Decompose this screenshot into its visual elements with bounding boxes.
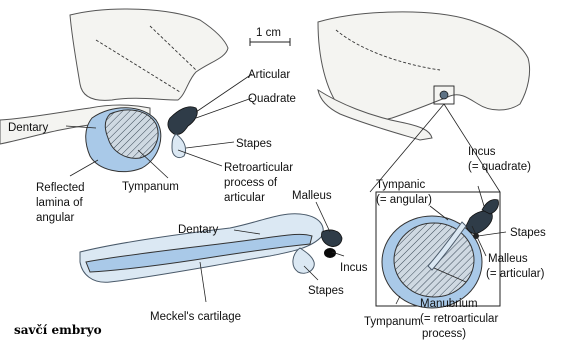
label-dentary-mid: Dentary (178, 224, 219, 236)
label-quadrate-top: Quadrate (248, 93, 296, 105)
articular-quadrate-left (168, 107, 197, 135)
label-retroarticular-1: Retroarticular (224, 162, 293, 174)
label-malleus-mid: Malleus (292, 190, 332, 202)
label-dentary-left: Dentary (8, 122, 49, 134)
label-malleus-right-2: (= articular) (486, 268, 545, 280)
ear-ossicles-small (440, 91, 448, 99)
label-articular-top: Articular (248, 69, 290, 81)
label-meckels-cartilage: Meckel's cartilage (150, 311, 241, 323)
label-tympanic-2: (= angular) (376, 194, 432, 206)
scale-bar: 1 cm (250, 27, 290, 46)
label-reflected-1: Reflected (36, 182, 85, 194)
label-incus-right-1: Incus (468, 146, 496, 158)
stapes-embryo-ring (293, 248, 314, 273)
label-retroarticular-3: articular (224, 192, 265, 204)
label-tympanum-left: Tympanum (122, 181, 179, 193)
label-reflected-2: lamina of (36, 197, 83, 209)
skull-outline-right (318, 12, 530, 121)
label-malleus-right-1: Malleus (488, 253, 528, 265)
label-tympanum-right: Tympanum (364, 316, 421, 328)
label-reflected-3: angular (36, 212, 75, 224)
label-manubrium-1: Manubrium (420, 298, 478, 310)
label-stapes-mid: Stapes (308, 285, 344, 297)
skull-outline-left (70, 9, 228, 100)
label-stapes-right: Stapes (510, 227, 546, 239)
malleus-right (466, 211, 492, 234)
enlarged-ear-panel (376, 192, 500, 308)
label-tympanic-1: Tympanic (376, 179, 425, 191)
label-incus-mid: Incus (340, 262, 368, 274)
scale-bar-label: 1 cm (256, 27, 281, 39)
caption: savčí embryo (14, 323, 102, 337)
stapes-left (172, 134, 186, 158)
label-incus-right-2: (= quadrate) (468, 161, 531, 173)
label-manubrium-3: process) (422, 328, 466, 340)
malleus-embryo (321, 230, 342, 247)
label-stapes-top: Stapes (236, 138, 272, 150)
label-retroarticular-2: process of (224, 177, 278, 189)
label-manubrium-2: (= retroarticular (420, 313, 498, 325)
